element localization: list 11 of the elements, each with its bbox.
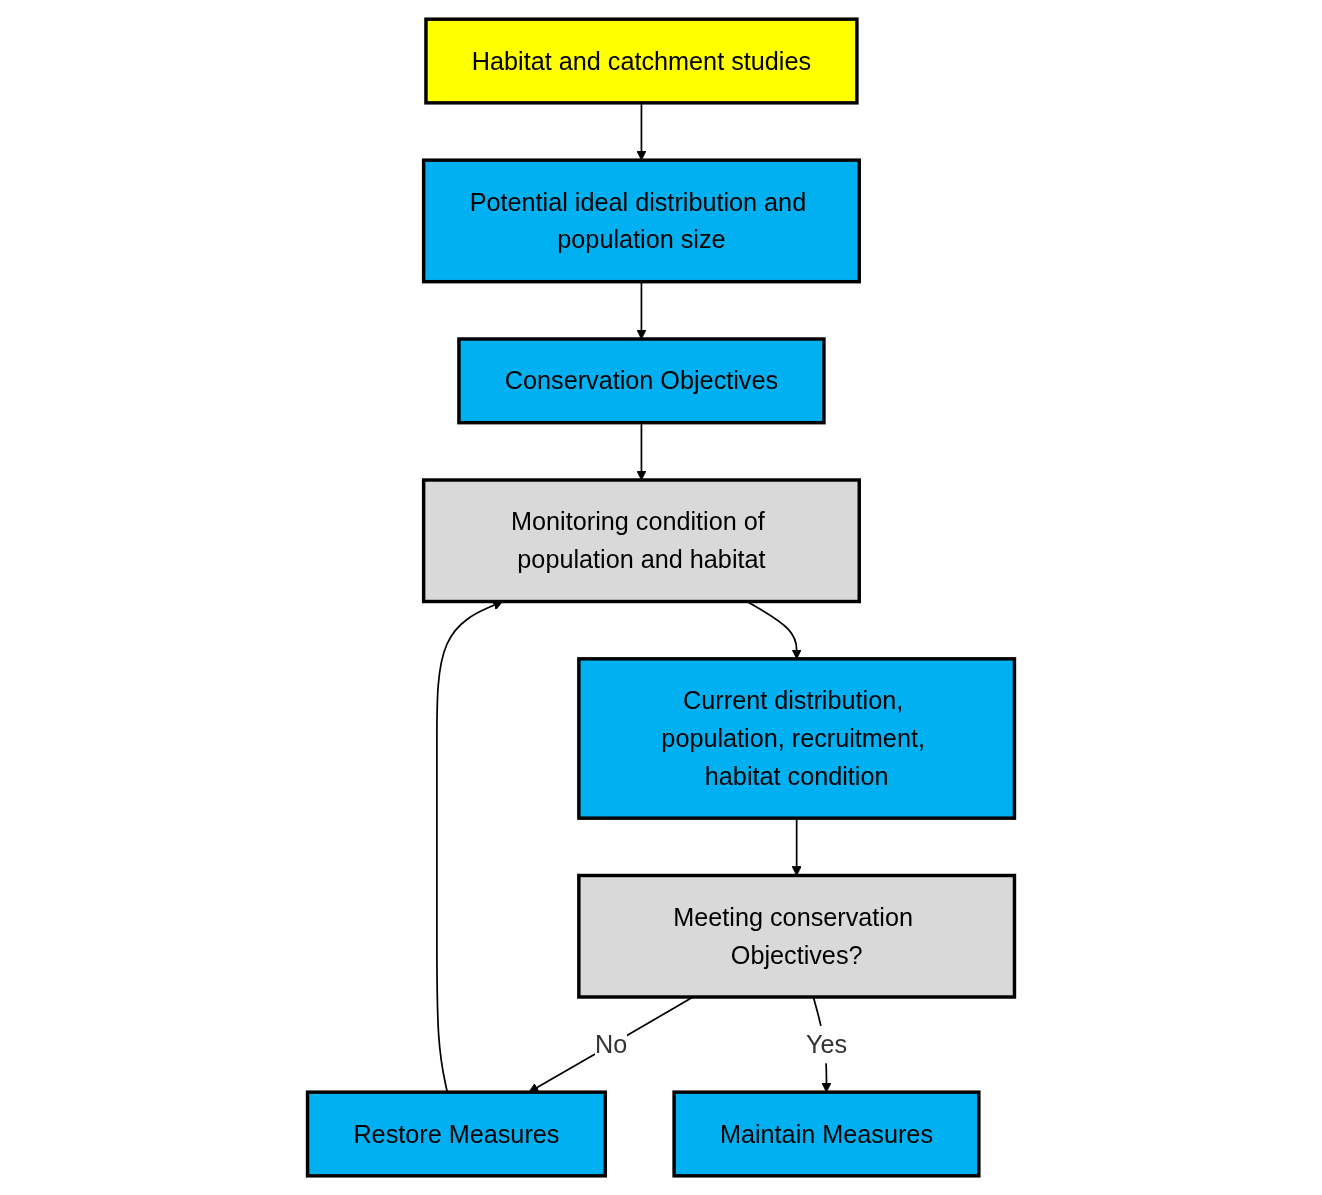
node-box: Monitoring condition of population and habitat (421, 478, 861, 604)
node-box: Meeting conservation Objectives? (577, 873, 1017, 999)
edge-label: Yes (805, 1030, 848, 1059)
node-box: Maintain Measures (672, 1090, 981, 1178)
node-box: Current distribution, population, recruitment, habitat condition (577, 657, 1017, 820)
edge-label: No (595, 1030, 628, 1060)
node-box: Habitat and catchment studies (424, 17, 859, 105)
node-box: Restore Measures (305, 1090, 607, 1178)
arrow (636, 102, 647, 161)
node-box: Conservation Objectives (457, 337, 826, 425)
node-box: Potential ideal distribution and population size (421, 158, 861, 284)
